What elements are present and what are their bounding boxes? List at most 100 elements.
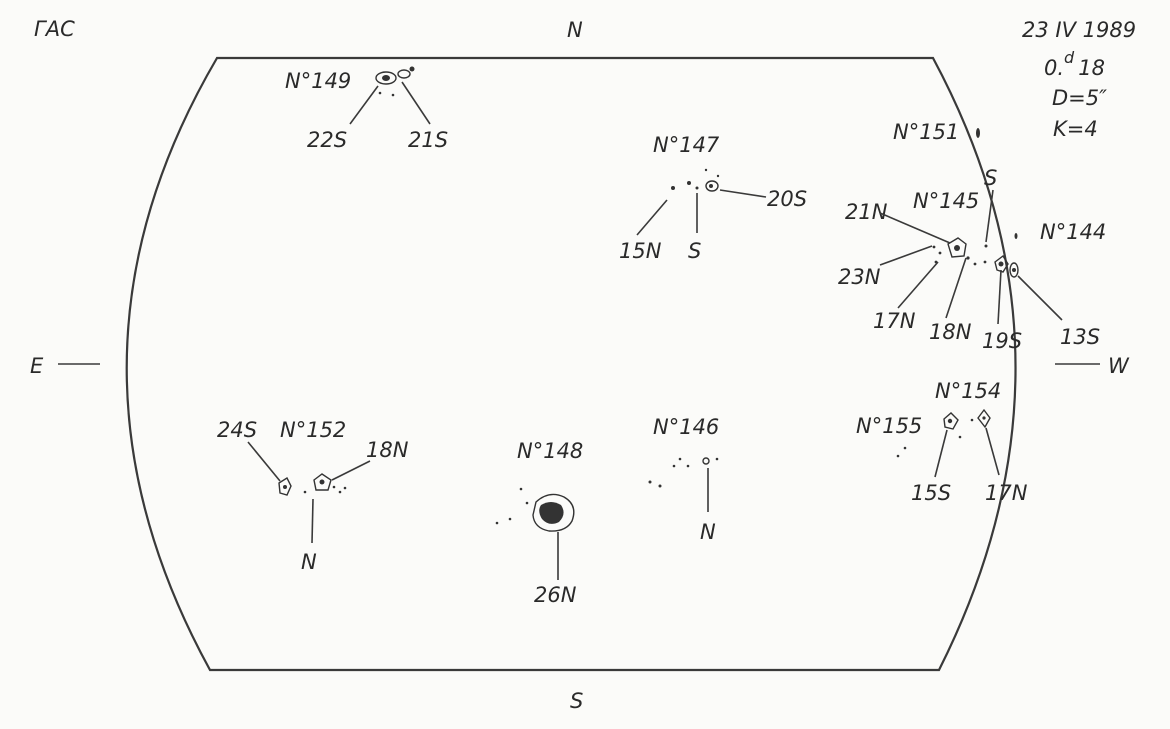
south-label: S	[570, 689, 583, 713]
time-rest: 18	[1078, 56, 1105, 80]
pointer-line	[349, 85, 379, 125]
group-145: N°145 S 21N 23N 17N 18N 19S	[838, 166, 1022, 353]
group-148: N°148 26N	[495, 439, 583, 607]
spot	[998, 261, 1004, 267]
polarity-label: 17N	[985, 481, 1028, 505]
pointer-line	[879, 245, 933, 266]
pointer-line	[719, 189, 767, 198]
spot	[319, 479, 325, 485]
pointer-line	[997, 269, 1002, 325]
spot	[709, 184, 713, 188]
spot	[903, 446, 907, 450]
spot	[954, 245, 960, 251]
group-154-number: N°154	[935, 379, 1001, 403]
polarity-label: 15N	[619, 239, 662, 263]
west-label: W	[1108, 354, 1130, 378]
spot	[525, 501, 529, 505]
pointer-line	[401, 81, 431, 125]
spot	[687, 181, 691, 185]
spot	[397, 69, 411, 79]
polarity-label: 21S	[408, 128, 448, 152]
group-151: N°151	[893, 120, 980, 144]
spot	[278, 476, 292, 496]
spot	[958, 435, 962, 439]
spot	[716, 174, 720, 178]
polarity-label: S	[984, 166, 997, 190]
date-label: 23 IV 1989	[1022, 18, 1136, 42]
pointer-line	[636, 199, 668, 236]
spot	[983, 260, 987, 264]
pointer-line	[879, 212, 951, 244]
diameter-label: D=5″	[1052, 86, 1107, 110]
group-147-number: N°147	[653, 133, 720, 157]
spot	[970, 418, 974, 422]
group-147: N°147 20S 15N S	[619, 133, 807, 263]
spot	[313, 473, 332, 491]
spot	[695, 186, 699, 190]
pointer-line	[985, 427, 1000, 476]
penumbra	[532, 493, 575, 532]
pointer-line	[985, 189, 994, 243]
group-149: N°149 22S 21S	[285, 66, 448, 152]
spot	[1012, 268, 1016, 272]
spot	[671, 186, 675, 190]
group-152-number: N°152	[280, 418, 346, 442]
group-146-number: N°146	[653, 415, 719, 439]
observatory-label: ГАС	[34, 17, 75, 41]
spot	[932, 245, 936, 249]
polarity-label: 15S	[911, 481, 951, 505]
spot	[332, 485, 336, 489]
pointer-line	[1017, 275, 1063, 321]
pointer-line	[247, 441, 281, 482]
spot	[343, 486, 347, 490]
polarity-label: 19S	[982, 329, 1022, 353]
spot	[375, 71, 397, 85]
pointer-line	[945, 257, 967, 319]
time-main: 0.	[1044, 56, 1064, 80]
spot	[966, 256, 970, 260]
spot	[658, 484, 662, 488]
pointer-line	[331, 460, 371, 481]
spot	[943, 412, 959, 430]
spot	[702, 457, 710, 465]
polarity-label: N	[700, 520, 716, 544]
spot	[508, 517, 512, 521]
polarity-label: 22S	[307, 128, 347, 152]
north-label: N	[567, 18, 583, 42]
spot	[1009, 262, 1019, 278]
spot	[409, 66, 415, 72]
group-144: N°144 13S	[1009, 220, 1106, 349]
spot	[283, 485, 287, 489]
polarity-label: 26N	[534, 583, 577, 607]
group-148-number: N°148	[517, 439, 583, 463]
spot	[382, 75, 390, 81]
spot	[982, 416, 986, 420]
polarity-label: 21N	[845, 200, 888, 224]
spot	[973, 262, 977, 266]
spot	[495, 521, 499, 525]
spot	[686, 464, 690, 468]
spot	[976, 128, 980, 138]
group-152: 24S N°152 18N N	[217, 418, 409, 574]
spot	[715, 457, 719, 461]
spot	[1014, 233, 1018, 239]
spot	[947, 418, 953, 424]
quality-label: K=4	[1053, 117, 1098, 141]
polarity-label: 24S	[217, 418, 257, 442]
group-155-number: N°155	[856, 414, 922, 438]
spot	[391, 93, 395, 97]
spot	[938, 251, 942, 255]
polarity-label: 18N	[929, 320, 972, 344]
group-146: N°146 N	[648, 415, 719, 544]
umbra	[539, 502, 564, 524]
disk-outline	[125, 56, 1017, 672]
spot	[338, 490, 342, 494]
group-149-number: N°149	[285, 69, 351, 93]
group-144-number: N°144	[1040, 220, 1106, 244]
pointer-line	[897, 261, 939, 309]
spot	[303, 490, 307, 494]
group-151-number: N°151	[893, 120, 959, 144]
polarity-label: 13S	[1060, 325, 1100, 349]
